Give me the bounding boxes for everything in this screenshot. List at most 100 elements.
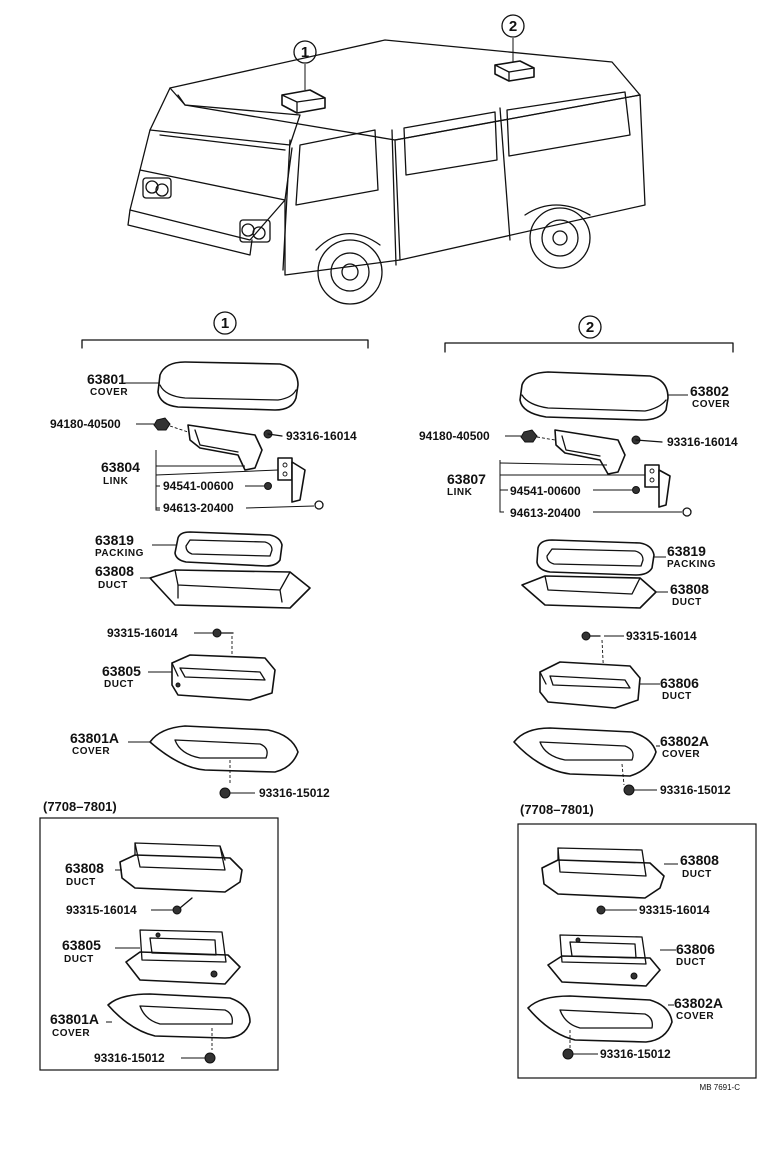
svg-text:DUCT: DUCT [64, 954, 94, 965]
box-title-left: (7708–7801) [43, 799, 117, 814]
ring-94613-left [314, 500, 324, 510]
label-93315-16014-box-right: 93315-16014 [639, 903, 710, 917]
part-duct-63808-box-right [541, 847, 665, 899]
part-link-63807 [554, 429, 671, 508]
nut-94180-left [153, 417, 189, 433]
part-link-63804 [187, 424, 306, 503]
part-duct-63808-right [521, 575, 657, 609]
part-cover-63801 [157, 361, 299, 411]
label-93316-15012-box-right: 93316-15012 [600, 1047, 671, 1061]
callout-1-van: 1 [293, 40, 317, 64]
label-63808-left: 63808 [95, 563, 134, 579]
label-94541-00600-right: 94541-00600 [510, 484, 581, 498]
part-duct-63805-left [171, 654, 276, 701]
svg-text:1: 1 [221, 315, 229, 332]
label-63808-box-right: 63808 [680, 852, 719, 868]
screw-93315-16014-box-left [172, 897, 193, 915]
svg-text:DUCT: DUCT [104, 679, 134, 690]
label-93316-15012-left: 93316-15012 [259, 786, 330, 800]
variant-box-right [517, 823, 757, 1079]
callout-2-van: 2 [501, 14, 525, 38]
screw-93316-15012-box-right [562, 1048, 574, 1060]
part-duct-63805-box-left [125, 929, 241, 985]
label-63802A-right: 63802A [660, 733, 709, 749]
part-duct-63808-box-left [119, 842, 243, 893]
screw-93316-15012-box-left [204, 1052, 216, 1064]
label-63805-box-left: 63805 [62, 937, 101, 953]
screw-93316-16014-top-left [263, 429, 283, 439]
part-duct-63806-right [539, 661, 641, 709]
label-63819-left: 63819 [95, 532, 134, 548]
variant-box-left [39, 817, 279, 1071]
svg-text:1: 1 [301, 44, 309, 61]
drawing-code: MB 7691-C [700, 1083, 741, 1092]
box-title-right: (7708–7801) [520, 802, 594, 817]
svg-text:COVER: COVER [72, 746, 110, 757]
roof-vent-front [281, 89, 326, 114]
nut-94180-right [520, 429, 556, 443]
label-63802: 63802 [690, 383, 729, 399]
svg-text:COVER: COVER [52, 1028, 90, 1039]
label-94613-20400-right: 94613-20400 [510, 506, 581, 520]
screw-93316-15012-right [623, 784, 635, 796]
svg-text:PACKING: PACKING [667, 559, 716, 570]
part-cover-63801A-left [149, 725, 299, 785]
van-illustration [127, 38, 646, 305]
label-94613-20400-left: 94613-20400 [163, 501, 234, 515]
svg-text:PACKING: PACKING [95, 548, 144, 559]
label-94541-00600-left: 94541-00600 [163, 479, 234, 493]
label-94180-40500-left: 94180-40500 [50, 417, 121, 431]
label-93316-15012-box-left: 93316-15012 [94, 1051, 165, 1065]
svg-text:DUCT: DUCT [672, 597, 702, 608]
label-93316-15012-right: 93316-15012 [660, 783, 731, 797]
label-63801A-box-left: 63801A [50, 1011, 99, 1027]
svg-text:COVER: COVER [692, 399, 730, 410]
label-93315-16014-right: 93315-16014 [626, 629, 697, 643]
label-63808-box-left: 63808 [65, 860, 104, 876]
svg-text:DUCT: DUCT [66, 877, 96, 888]
label-93315-16014-left: 93315-16014 [107, 626, 178, 640]
label-63806-right: 63806 [660, 675, 699, 691]
svg-text:LINK: LINK [103, 476, 129, 487]
label-94180-40500-right: 94180-40500 [419, 429, 490, 443]
label-63805-left: 63805 [102, 663, 141, 679]
part-cover-63802 [519, 371, 669, 421]
part-cover-63801A-box-left [107, 993, 251, 1050]
label-63802A-box-right: 63802A [674, 995, 723, 1011]
label-63804: 63804 [101, 459, 140, 475]
label-63807: 63807 [447, 471, 486, 487]
label-63801A-left: 63801A [70, 730, 119, 746]
svg-text:DUCT: DUCT [662, 691, 692, 702]
section-bracket-1: 1 [81, 311, 369, 349]
screw-93315-16014-box-right [596, 905, 606, 915]
label-63806-box-right: 63806 [676, 941, 715, 957]
svg-text:DUCT: DUCT [98, 580, 128, 591]
section-bracket-2: 2 [444, 315, 734, 353]
label-93315-16014-box-left: 93315-16014 [66, 903, 137, 917]
svg-text:LINK: LINK [447, 487, 473, 498]
svg-text:COVER: COVER [662, 749, 700, 760]
label-63819-right: 63819 [667, 543, 706, 559]
part-duct-63806-box-right [547, 934, 661, 987]
screw-93316-16014-top-right [631, 435, 663, 445]
svg-text:COVER: COVER [676, 1011, 714, 1022]
screw-93315-16014-mid-right [581, 631, 605, 681]
svg-text:COVER: COVER [90, 387, 128, 398]
svg-text:2: 2 [586, 319, 594, 336]
ring-94613-right [682, 507, 692, 517]
washer-94541-left [264, 482, 272, 490]
label-63801: 63801 [87, 371, 126, 387]
part-duct-63808-left [149, 569, 311, 609]
part-cover-63802A-right [513, 727, 657, 786]
svg-text:2: 2 [509, 18, 517, 35]
svg-text:DUCT: DUCT [682, 869, 712, 880]
label-93316-16014-top-left: 93316-16014 [286, 429, 357, 443]
label-93316-16014-top-right: 93316-16014 [667, 435, 738, 449]
svg-text:DUCT: DUCT [676, 957, 706, 968]
part-cover-63802A-box-right [527, 995, 673, 1050]
part-packing-63819-left [174, 531, 283, 567]
screw-93316-15012-left [219, 787, 231, 799]
part-packing-63819-right [536, 539, 655, 576]
label-63808-right: 63808 [670, 581, 709, 597]
